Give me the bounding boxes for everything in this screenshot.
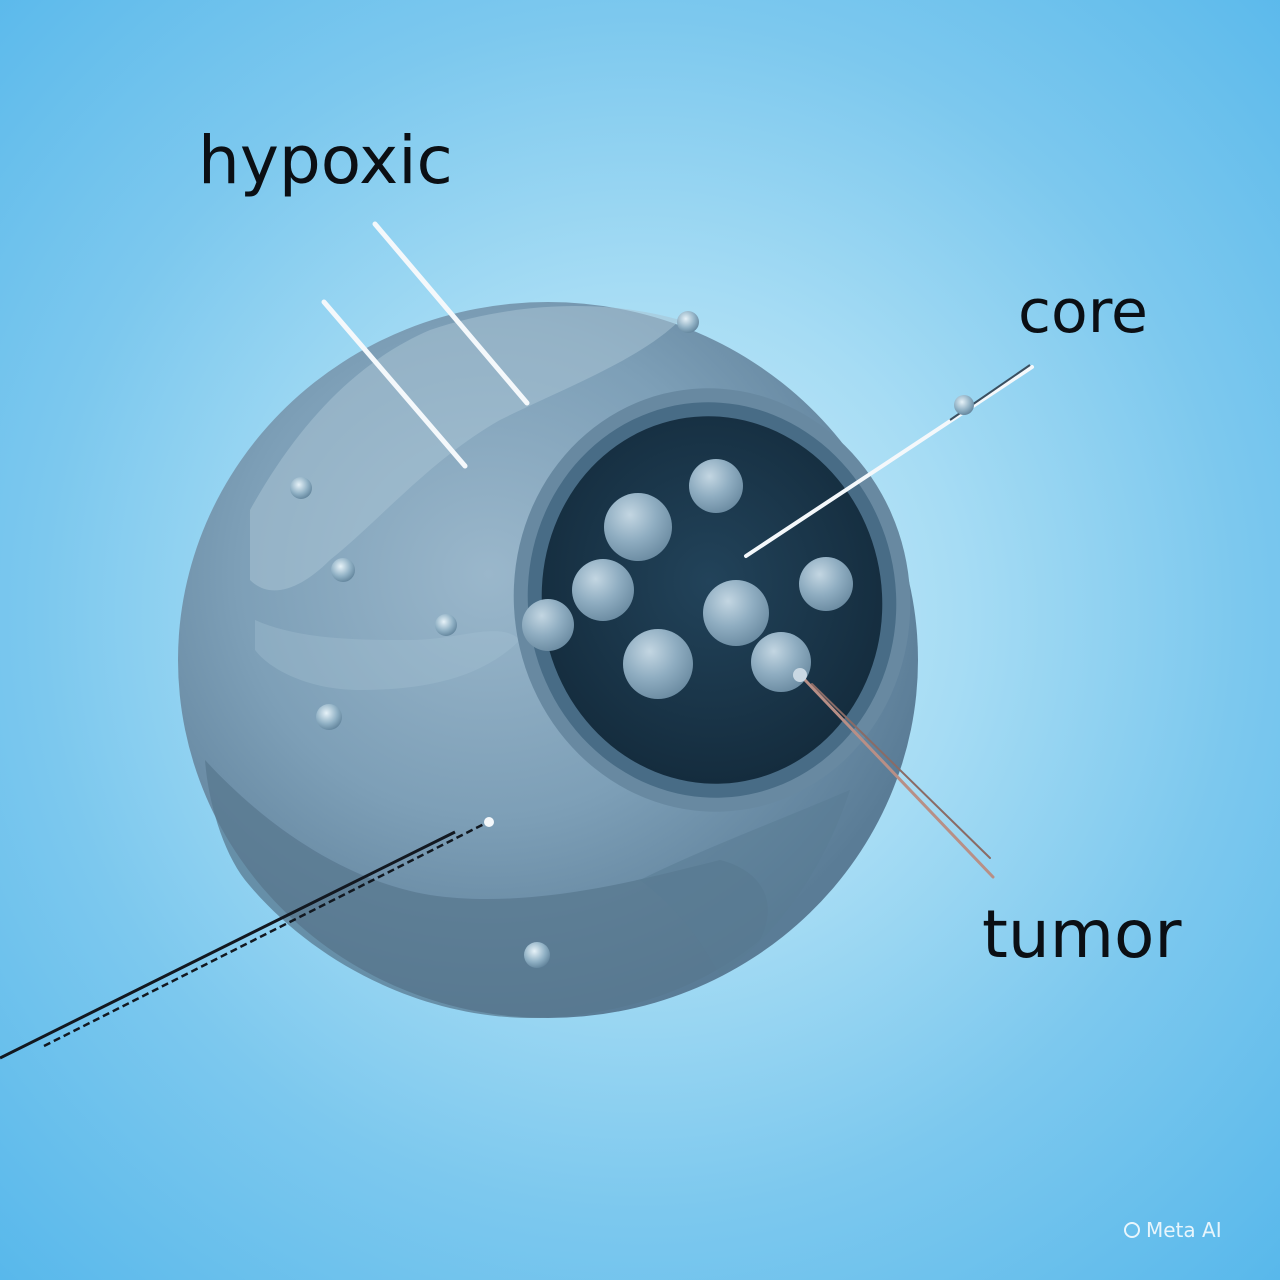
tumor-label: tumor [982, 896, 1182, 973]
watermark-text: Meta AI [1146, 1218, 1222, 1242]
meta-ai-watermark: Meta AI [1124, 1218, 1222, 1242]
core-label: core [1018, 277, 1148, 347]
pointer-lines [0, 221, 1034, 1060]
hypoxic-label: hypoxic [198, 122, 453, 199]
core-cells [522, 459, 853, 699]
ring-icon [1124, 1222, 1140, 1238]
surface-droplets [290, 311, 699, 968]
